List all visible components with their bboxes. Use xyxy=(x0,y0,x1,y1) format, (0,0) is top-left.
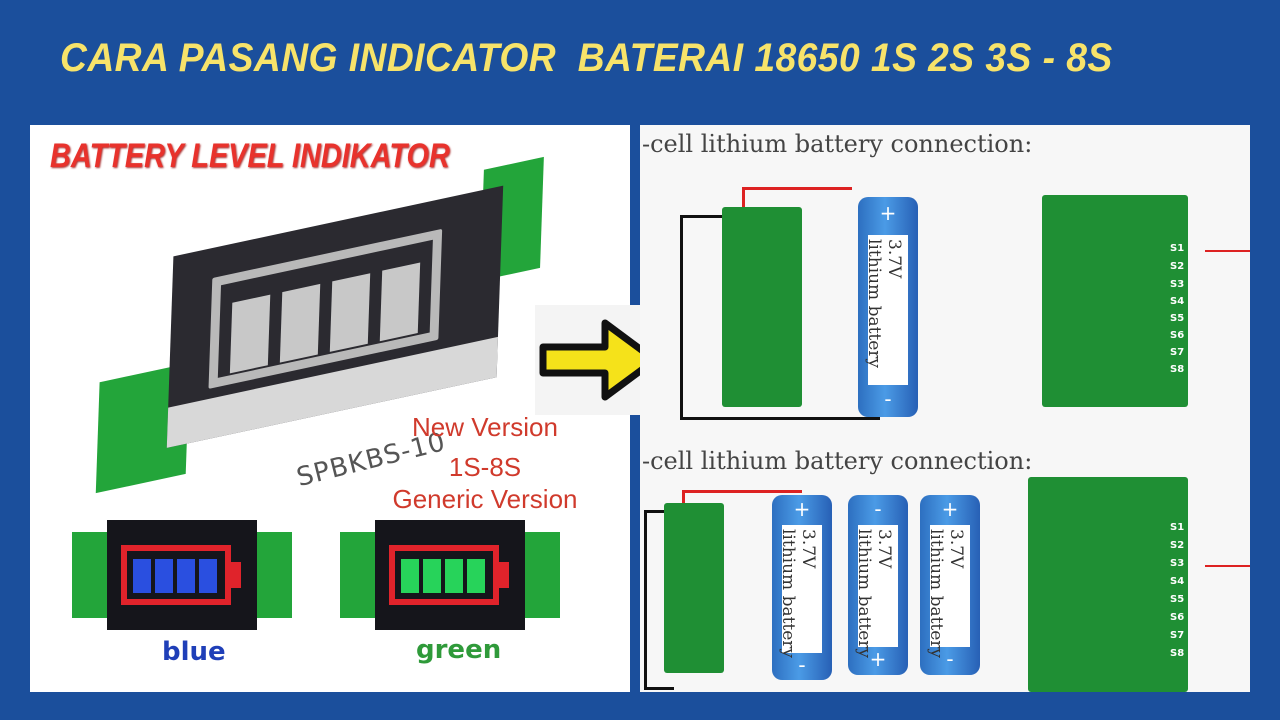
right-panel: -cell lithium battery connection: + 3.7V… xyxy=(640,125,1250,692)
minus-label: - xyxy=(884,387,892,411)
battery-tip xyxy=(499,562,509,588)
video-title: Cara Pasang Indicator Baterai 18650 1S 2… xyxy=(60,36,1113,80)
black-wire xyxy=(680,417,880,420)
screen xyxy=(375,520,525,630)
lithium-battery: - 3.7V lithium battery + xyxy=(848,495,908,675)
segment xyxy=(329,273,371,352)
segment xyxy=(229,294,271,374)
red-wire xyxy=(742,187,852,217)
battery-label: 3.7V lithium battery xyxy=(778,525,822,658)
pin-label: S7 xyxy=(1170,630,1185,641)
battery-frame-icon xyxy=(389,545,499,605)
pcb-board-back: S1 S2 S3 S4 S5 S6 S7 S8 xyxy=(1028,477,1188,692)
battery-tip xyxy=(231,562,241,588)
pin-label: S2 xyxy=(1170,540,1185,551)
pin-label: S4 xyxy=(1170,576,1185,587)
battery-label: 3.7V lithium battery xyxy=(854,525,898,658)
segment xyxy=(133,559,151,593)
red-arrow-icon xyxy=(1205,250,1250,252)
battery-voltage: 3.7V xyxy=(798,529,818,569)
lcd-display xyxy=(166,185,504,448)
pin-label: S2 xyxy=(1170,261,1185,272)
pin-label: S5 xyxy=(1170,313,1185,324)
segment xyxy=(379,262,421,342)
left-panel: Battery Level Indikator SPBKBS-10 New Ve… xyxy=(30,125,630,692)
lithium-battery: + 3.7V lithium battery - xyxy=(920,495,980,675)
pin-label: S5 xyxy=(1170,594,1185,605)
version-line: Generic Version xyxy=(392,484,578,514)
pin-label: S7 xyxy=(1170,347,1185,358)
arrow-right-icon xyxy=(539,319,659,401)
minus-label: - xyxy=(946,647,954,671)
blue-variant xyxy=(72,520,292,630)
segment xyxy=(401,559,419,593)
pin-label: S8 xyxy=(1170,364,1185,375)
section-heading: -cell lithium battery connection: xyxy=(642,130,1033,158)
battery-frame-icon xyxy=(208,228,443,389)
green-variant xyxy=(340,520,560,630)
segment xyxy=(445,559,463,593)
segment xyxy=(155,559,173,593)
battery-indicator-module xyxy=(95,137,544,503)
battery-type: lithium battery xyxy=(864,239,884,369)
pcb-board-back: S1 S2 S3 S4 S5 S6 S7 S8 xyxy=(1042,195,1188,407)
battery-label: 3.7V lithium battery xyxy=(926,525,970,658)
battery-voltage: 3.7V xyxy=(884,239,904,279)
variant-caption: green xyxy=(416,635,502,665)
pin-label: S3 xyxy=(1170,558,1185,569)
battery-type: lithium battery xyxy=(778,529,798,659)
version-line: New Version xyxy=(412,412,558,442)
panel-label: Battery Level Indikator xyxy=(50,137,450,175)
black-wire xyxy=(644,510,674,690)
screen xyxy=(107,520,257,630)
pin-label: S4 xyxy=(1170,296,1185,307)
section-heading: -cell lithium battery connection: xyxy=(642,447,1033,475)
plus-label: + xyxy=(941,497,959,521)
version-line: 1S-8S xyxy=(448,452,522,482)
plus-label: + xyxy=(879,201,897,225)
lithium-battery: + 3.7V lithium battery - xyxy=(772,495,832,680)
battery-frame-icon xyxy=(121,545,231,605)
plus-label: + xyxy=(793,497,811,521)
segment xyxy=(467,559,485,593)
battery-voltage: 3.7V xyxy=(874,529,894,569)
segment xyxy=(423,559,441,593)
red-arrow-icon xyxy=(1205,565,1250,567)
battery-voltage: 3.7V xyxy=(946,529,966,569)
minus-label: - xyxy=(798,653,806,677)
battery-type: lithium battery xyxy=(926,529,946,659)
battery-label: 3.7V lithium battery xyxy=(864,235,908,385)
red-wire xyxy=(682,490,802,510)
pcb-board xyxy=(722,207,802,407)
minus-label: - xyxy=(874,497,882,521)
pin-label: S1 xyxy=(1170,243,1185,254)
pin-label: S1 xyxy=(1170,522,1185,533)
pin-label: S3 xyxy=(1170,279,1185,290)
pin-label: S6 xyxy=(1170,330,1185,341)
segment xyxy=(177,559,195,593)
battery-type: lithium battery xyxy=(854,529,874,659)
segment xyxy=(279,283,321,363)
pin-label: S6 xyxy=(1170,612,1185,623)
pin-label: S8 xyxy=(1170,648,1185,659)
pcb-board xyxy=(664,503,724,673)
lithium-battery: + 3.7V lithium battery - xyxy=(858,197,918,417)
variant-caption: blue xyxy=(162,637,226,667)
segment xyxy=(199,559,217,593)
plus-label: + xyxy=(869,647,887,671)
